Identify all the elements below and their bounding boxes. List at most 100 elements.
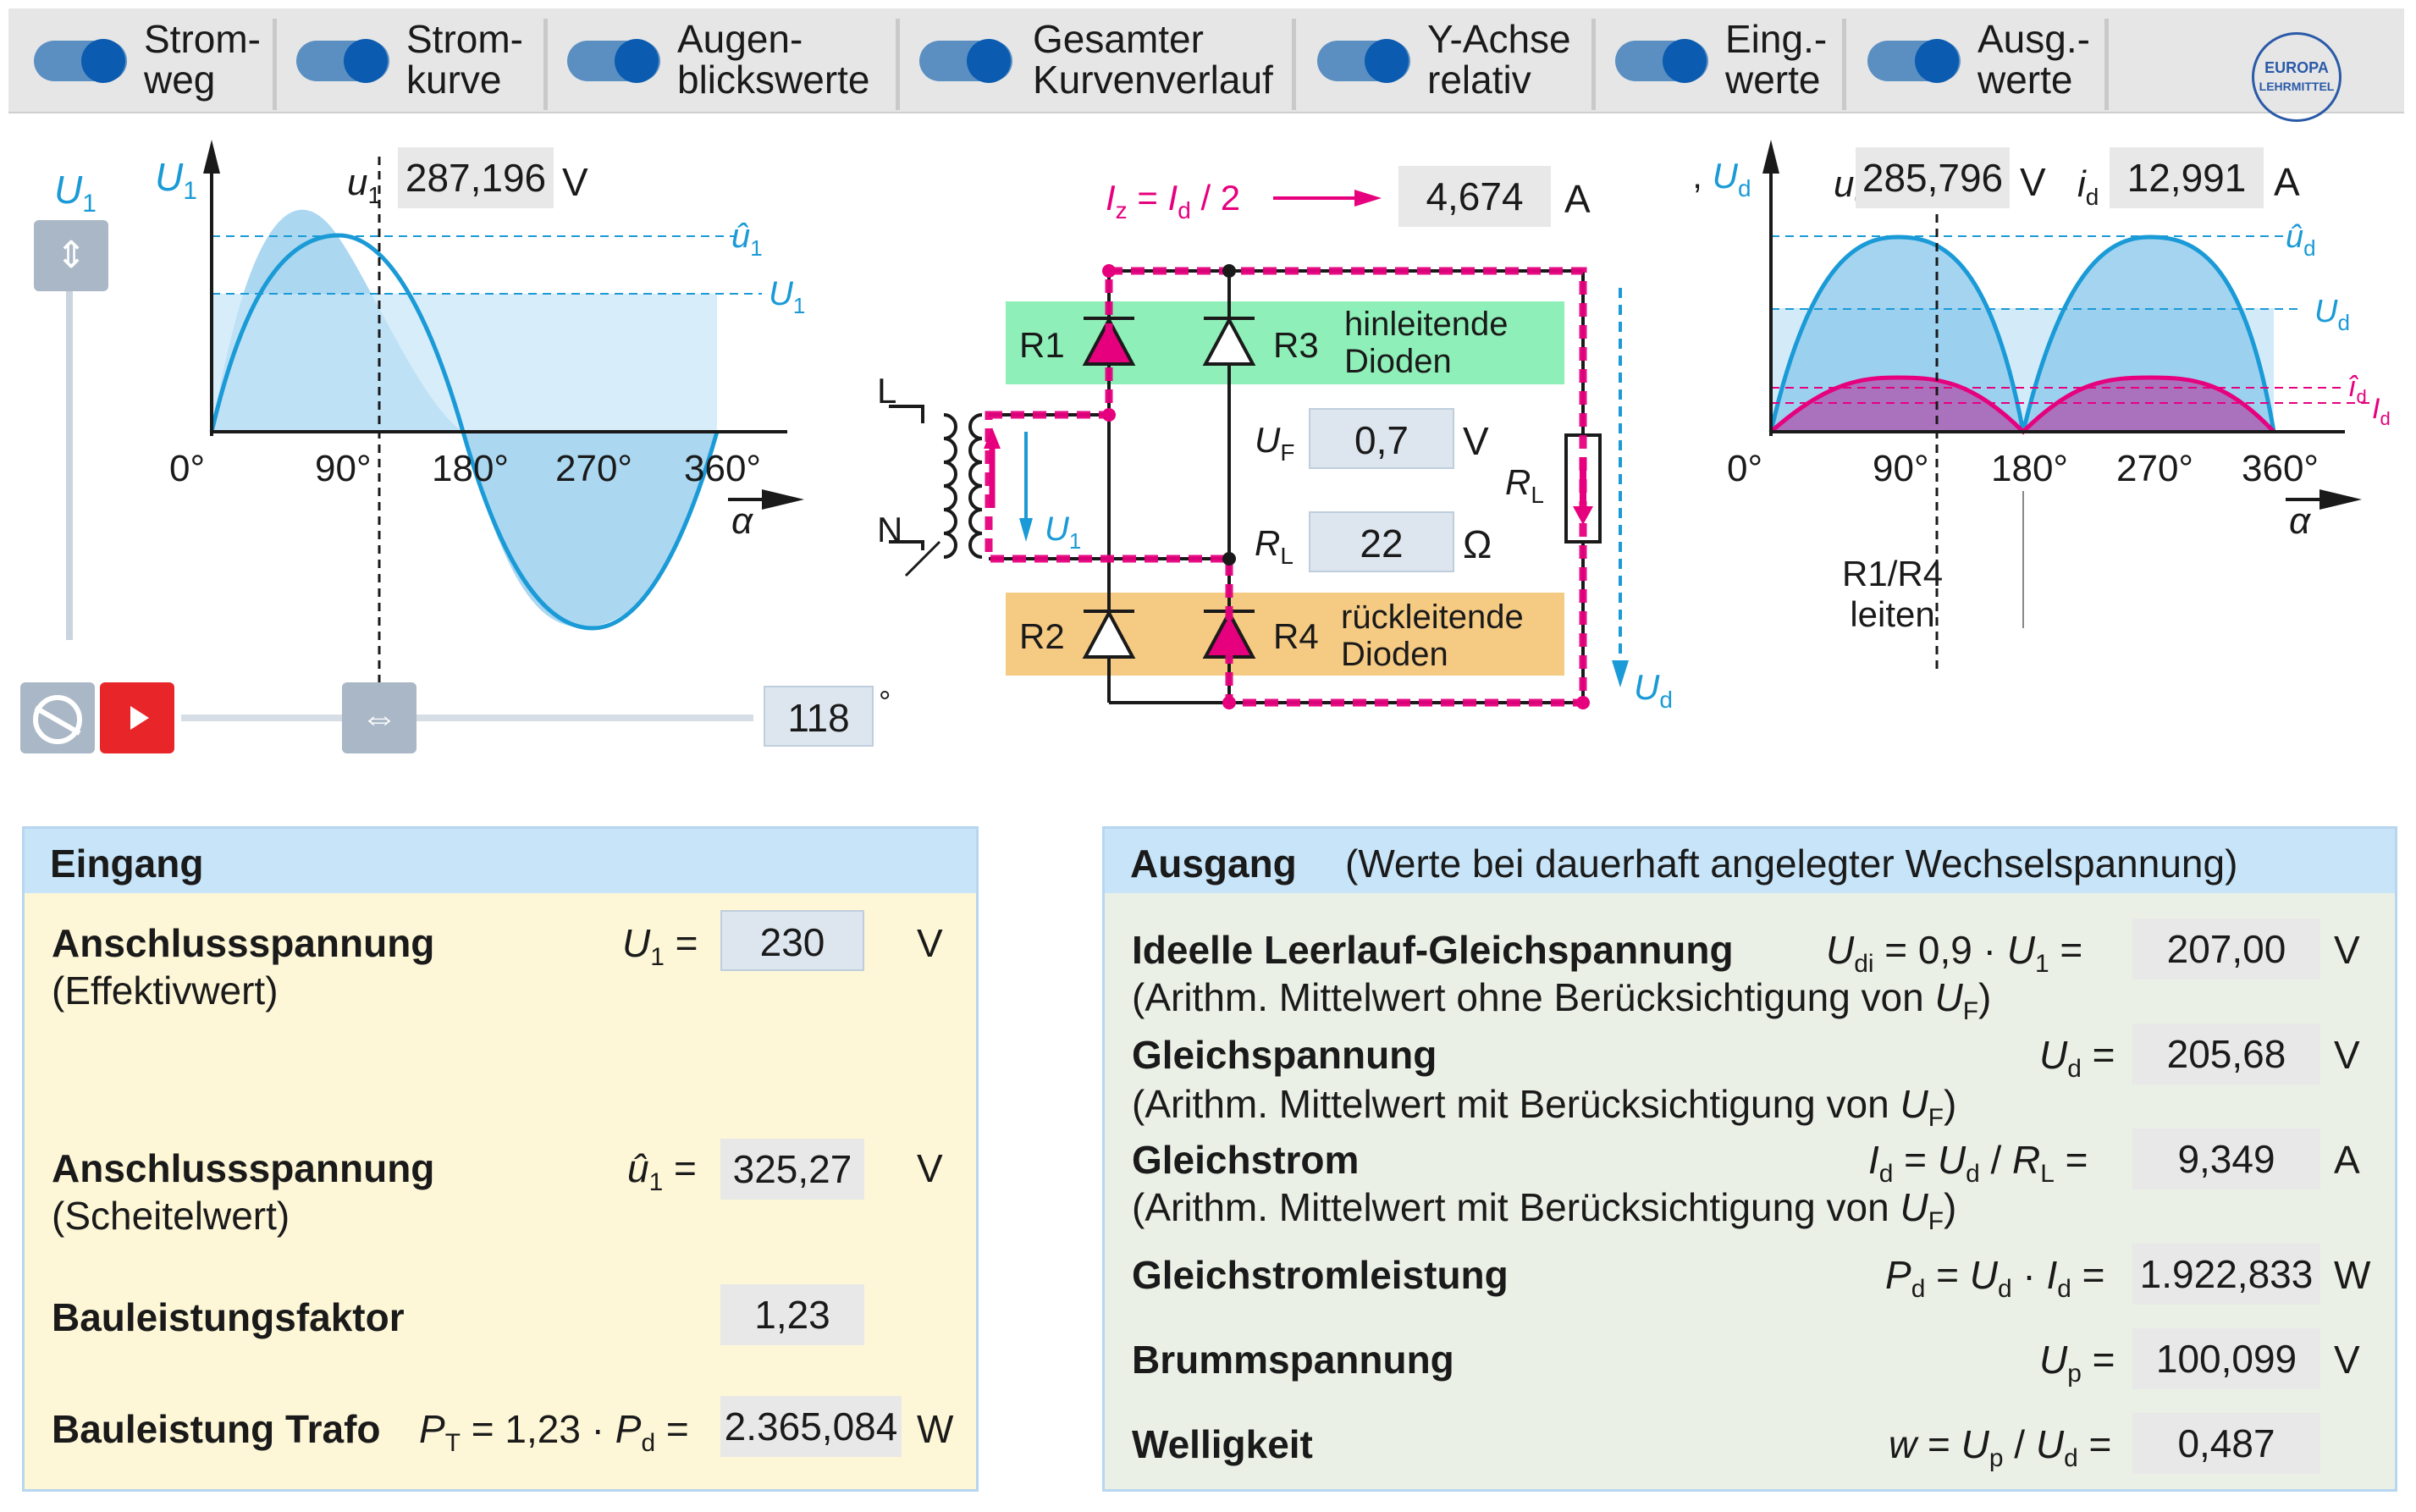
play-button[interactable] [100, 682, 174, 753]
row-title: Bauleistungsfaktor [52, 1295, 405, 1339]
iz-label: Iz = Id / 2 [1106, 178, 1240, 223]
ud-label: Ud [1634, 667, 1673, 713]
toggle-label: Gesamter Kurvenverlauf [1033, 17, 1273, 102]
rl-label: RL [1255, 523, 1293, 569]
diode-R1 [1082, 316, 1136, 366]
reset-icon [33, 695, 82, 744]
slider-label: U1 [54, 168, 97, 218]
rl-side-label: RL [1505, 462, 1544, 508]
ud-value: 205,68 [2132, 1024, 2320, 1084]
toggle-label: Ausg.- werte [1977, 17, 2090, 102]
eingang-header: Eingang [25, 829, 976, 893]
toggle-label: Strom- kurve [406, 17, 523, 102]
rl-input[interactable]: 22 [1309, 511, 1454, 572]
logo-text-top: EUROPA [2264, 59, 2329, 76]
toggle-label: Augen- blickswerte [677, 17, 870, 102]
up-value: 100,099 [2132, 1328, 2320, 1389]
peak-label: ûd [2286, 219, 2316, 261]
unit-label: V [917, 1146, 943, 1190]
iz-value: 4,674 [1398, 166, 1551, 227]
ripple-value: 0,487 [2132, 1413, 2320, 1474]
u1-label: U1 [1045, 510, 1081, 554]
id-inst-value: 12,991 [2110, 147, 2264, 208]
R4-label: R4 [1273, 616, 1319, 656]
ausgang-panel: Ausgang (Werte bei dauerhaft angelegter … [1102, 826, 2397, 1492]
tick-label: 360° [684, 448, 761, 489]
toggle-switch[interactable] [919, 39, 1012, 83]
uf-input[interactable]: 0,7 [1309, 408, 1454, 469]
angle-slider-track[interactable] [181, 715, 753, 721]
row-formula: Up = [2039, 1338, 2115, 1388]
tick-label: 360° [2242, 448, 2319, 489]
amplitude-slider-track[interactable] [66, 288, 73, 640]
row-title: Brummspannung [1132, 1338, 1454, 1382]
reset-button[interactable] [20, 682, 95, 753]
tick-label: 90° [315, 448, 372, 489]
row-formula: Pd = Ud · Id = [1885, 1253, 2105, 1304]
row-title: Bauleistung Trafo [52, 1407, 381, 1451]
toggle-switch[interactable] [1867, 39, 1961, 83]
toggle-switch[interactable] [1615, 39, 1708, 83]
ausgang-title: Ausgang [1130, 842, 1297, 886]
rms-label: U1 [769, 275, 805, 318]
uf-label: UF [1255, 420, 1294, 466]
tick-label: 180° [1991, 448, 2068, 489]
diode-R2 [1082, 609, 1136, 659]
logo-text-bottom: LEHRMITTEL [2259, 80, 2335, 93]
unit-label: W [2334, 1253, 2371, 1297]
row-title: Anschlussspannung [52, 921, 435, 965]
row-title: Anschlussspannung [52, 1146, 435, 1190]
y-axis-arrow [1762, 140, 1779, 174]
row-title: Ideelle Leerlauf-Gleichspannung [1132, 928, 1734, 972]
imean-label: Id [2372, 393, 2391, 429]
row-symbol: U1 = [622, 921, 698, 972]
row-formula: Id = Ud / RL = [1868, 1138, 2088, 1189]
diode-R3 [1202, 316, 1256, 366]
tick-label: 0° [1727, 448, 1762, 489]
rl-unit: Ω [1463, 522, 1492, 566]
toggle-label: Y-Achse relativ [1427, 17, 1571, 102]
conduction-label: R1/R4 leiten [1842, 554, 1944, 634]
output-plot: 0° 90° 180° 270° 360° α Id, Ud ud id ûd … [1693, 140, 2391, 669]
id-inst-label: id [2077, 163, 2099, 210]
L-label: L [877, 371, 896, 411]
id-inst-unit: A [2274, 160, 2300, 204]
row-title: Gleichstrom [1132, 1138, 1360, 1182]
mean-label: Ud [2314, 294, 2350, 335]
peak-label: û1 [731, 218, 763, 261]
transformer-primary [943, 413, 957, 559]
uf-unit: V [1463, 419, 1489, 463]
instantaneous-voltage-value: 287,196 [398, 147, 554, 208]
R1-label: R1 [1019, 325, 1065, 365]
y-axis-label: U1 [155, 155, 197, 205]
tick-label: 270° [555, 448, 632, 489]
toggle-switch[interactable] [1317, 39, 1410, 83]
row-note: (Arithm. Mittelwert mit Berücksichtigung… [1132, 1185, 1957, 1236]
tick-label: 180° [432, 448, 509, 489]
toggle-switch[interactable] [34, 39, 127, 83]
y-axis-label: Id, Ud [1693, 156, 1751, 201]
R2-label: R2 [1019, 616, 1065, 656]
voltage-peak-value: 325,27 [720, 1139, 864, 1200]
bauleistung-trafo-value: 2.365,084 [720, 1396, 902, 1457]
vertical-arrows-icon: ⇕ [55, 235, 87, 276]
toggle-switch[interactable] [296, 39, 389, 83]
toggle-switch[interactable] [567, 39, 660, 83]
row-title: Gleichstromleistung [1132, 1253, 1509, 1297]
voltage-rms-input[interactable]: 230 [720, 910, 864, 971]
bauleistungsfaktor-value: 1,23 [720, 1284, 864, 1345]
unit-label: V [562, 160, 588, 204]
ipeak-label: îd [2348, 371, 2367, 407]
row-formula: Udi = 0,9 · U1 = [1826, 928, 2083, 979]
amplitude-slider-handle[interactable]: ⇕ [34, 220, 108, 291]
ausgang-subtitle: (Werte bei dauerhaft angelegter Wechsels… [1345, 842, 2238, 886]
x-axis-label: α [731, 500, 754, 542]
unit-label: A [2334, 1138, 2360, 1182]
rectified-current-fill [1771, 378, 2274, 432]
angle-slider-handle[interactable]: ⇔ [342, 682, 416, 753]
angle-input[interactable]: 118 [764, 686, 874, 747]
tick-label: 90° [1873, 448, 1929, 489]
unit-label: V [917, 921, 943, 965]
tick-label: 270° [2116, 448, 2193, 489]
